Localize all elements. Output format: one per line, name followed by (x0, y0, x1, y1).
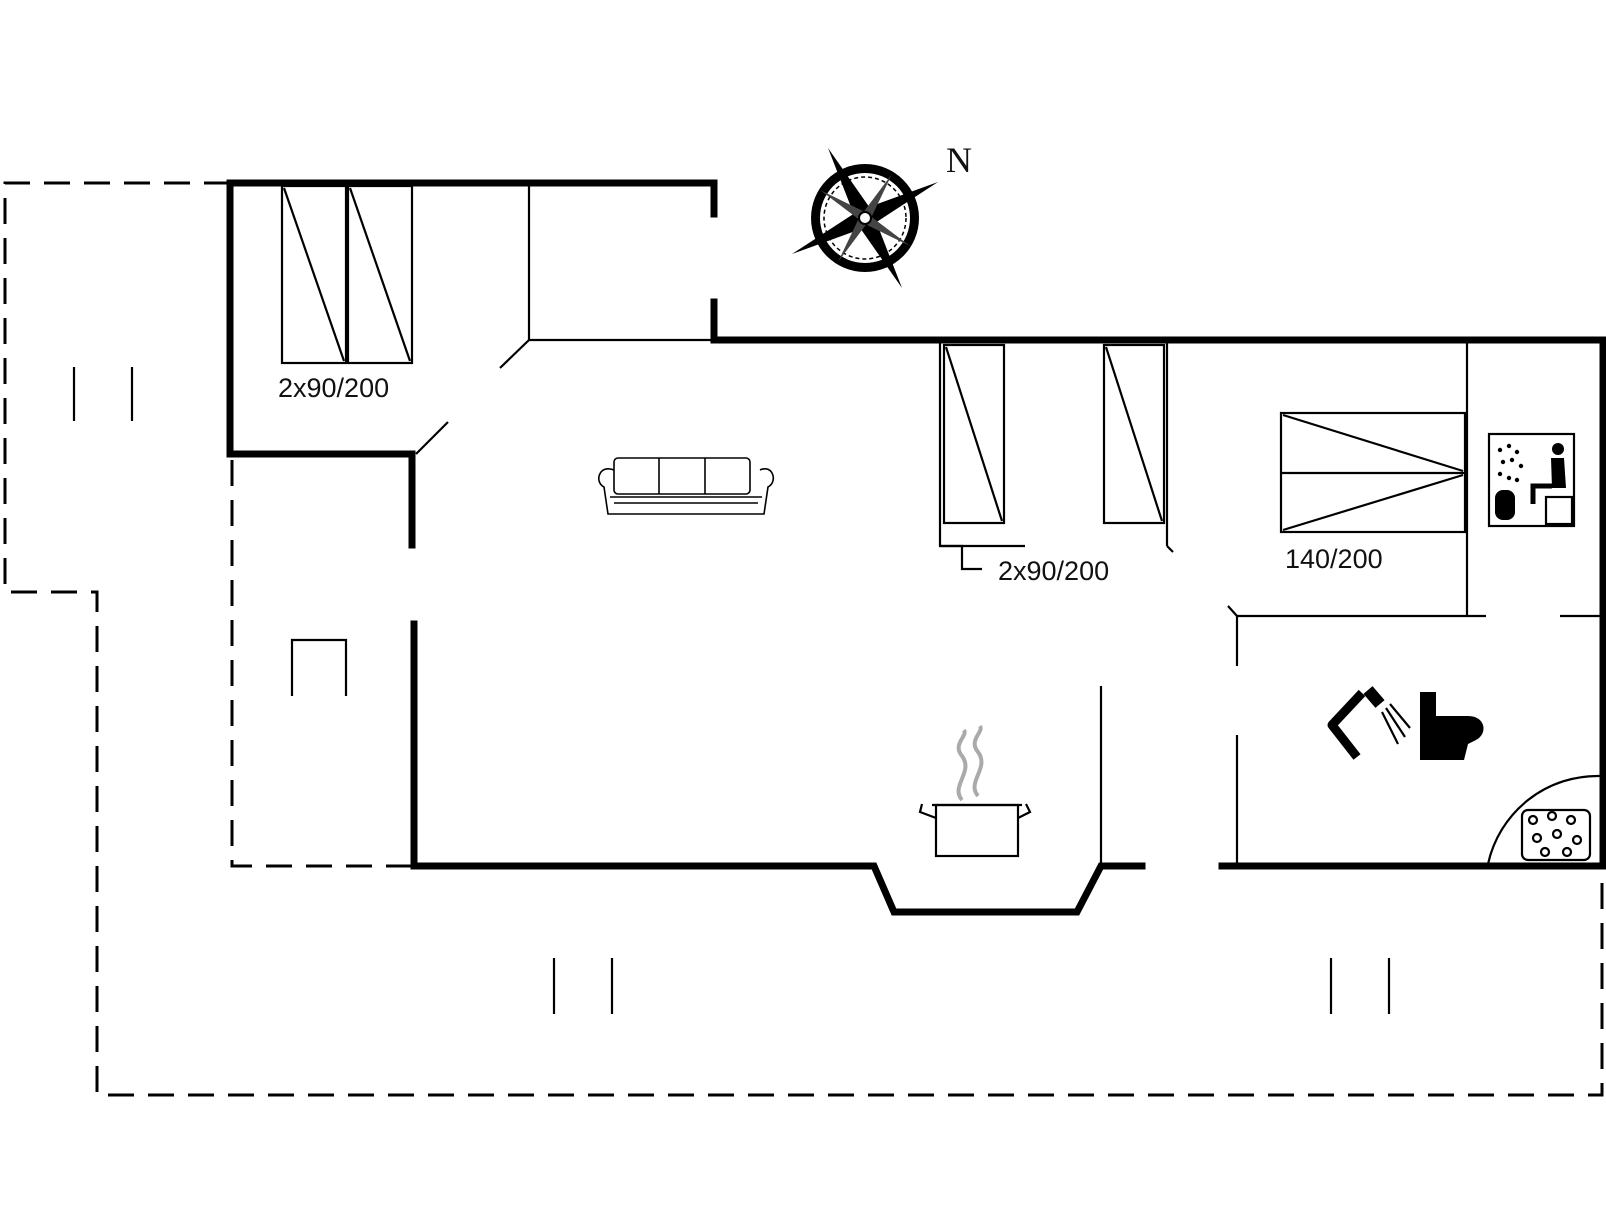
bed-size-label: 2x90/200 (998, 556, 1109, 586)
outdoor-step (290, 638, 348, 696)
bed-icon (280, 184, 414, 365)
bed-icon (1279, 411, 1467, 534)
bed-icon (942, 343, 1166, 525)
exterior-walls (226, 179, 1606, 916)
sauna-icon (1487, 432, 1576, 528)
compass-rose-icon (792, 148, 938, 288)
toilet-icon (1420, 692, 1484, 760)
cooking-pot-icon (918, 724, 1032, 858)
interior-walls (415, 183, 1603, 866)
bed-size-label: 140/200 (1285, 544, 1383, 574)
sofa-icon (598, 457, 775, 515)
north-label: N (946, 140, 972, 180)
shower-icon (1327, 686, 1411, 760)
terrace-icon (72, 367, 1391, 1014)
hot-tub-icon (1486, 774, 1601, 865)
bed-size-label: 2x90/200 (278, 373, 389, 403)
terrace-outline (3, 181, 1604, 1097)
